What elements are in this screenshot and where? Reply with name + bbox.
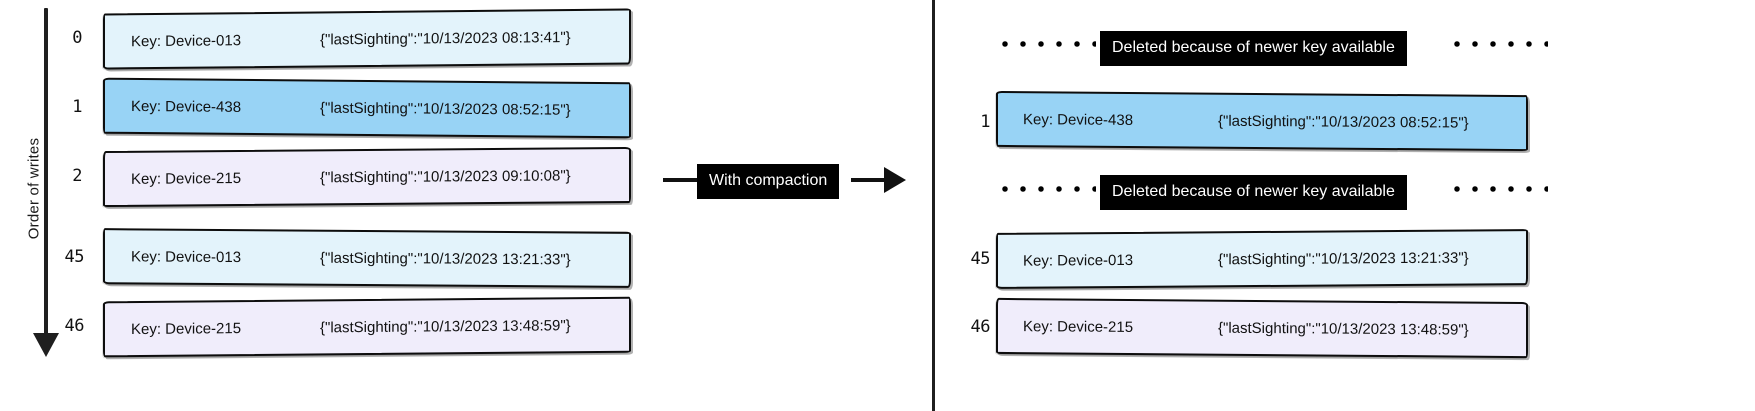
right-record-index-45: 45 (970, 249, 991, 269)
left-record-value-46: {"lastSighting":"10/13/2023 13:48:59"} (320, 316, 571, 336)
left-record-value-2: {"lastSighting":"10/13/2023 09:10:08"} (320, 166, 571, 186)
left-record-index-2: 2 (72, 166, 82, 186)
compaction-connector-line (663, 178, 721, 182)
compaction-arrow-shaft (851, 178, 893, 182)
compaction-arrow-head-icon (884, 167, 906, 193)
left-record-value-0: {"lastSighting":"10/13/2023 08:13:41"} (320, 28, 571, 48)
left-record-key-2: Key: Device-215 (131, 169, 242, 188)
right-record-row-45[interactable]: Key: Device-013 {"lastSighting":"10/13/2… (996, 229, 1528, 289)
left-record-row-46[interactable]: Key: Device-215 {"lastSighting":"10/13/2… (103, 296, 631, 358)
deleted-dots-left-1 (996, 41, 1096, 47)
order-of-writes-arrow-icon (33, 333, 59, 357)
right-record-value-46: {"lastSighting":"10/13/2023 13:48:59"} (1218, 319, 1469, 339)
deleted-dots-left-2 (996, 186, 1096, 192)
axis-label-order-of-writes: Order of writes (25, 137, 43, 240)
right-record-value-45: {"lastSighting":"10/13/2023 13:21:33"} (1218, 249, 1469, 268)
left-record-value-45: {"lastSighting":"10/13/2023 13:21:33"} (320, 249, 571, 268)
left-record-index-0: 0 (72, 28, 82, 48)
right-record-value-1: {"lastSighting":"10/13/2023 08:52:15"} (1218, 112, 1469, 132)
left-record-row-2[interactable]: Key: Device-215 {"lastSighting":"10/13/2… (103, 146, 631, 208)
left-record-index-1: 1 (72, 97, 82, 117)
left-record-row-45[interactable]: Key: Device-013 {"lastSighting":"10/13/2… (103, 228, 631, 288)
right-record-index-1: 1 (980, 112, 990, 132)
left-record-key-0: Key: Device-013 (131, 31, 242, 50)
right-record-index-46: 46 (970, 317, 991, 337)
right-record-key-45: Key: Device-013 (1023, 251, 1134, 270)
left-record-key-45: Key: Device-013 (131, 247, 242, 266)
order-of-writes-axis-line (44, 8, 48, 338)
deleted-note-2: Deleted because of newer key available (1100, 175, 1407, 210)
left-record-index-45: 45 (64, 247, 85, 267)
left-record-key-1: Key: Device-438 (131, 97, 242, 116)
deleted-dots-right-1 (1448, 41, 1548, 47)
left-record-value-1: {"lastSighting":"10/13/2023 08:52:15"} (320, 99, 571, 119)
left-record-row-1[interactable]: Key: Device-438 {"lastSighting":"10/13/2… (103, 77, 631, 139)
right-record-row-46[interactable]: Key: Device-215 {"lastSighting":"10/13/2… (996, 297, 1528, 359)
left-record-row-0[interactable]: Key: Device-013 {"lastSighting":"10/13/2… (103, 8, 631, 70)
deleted-dots-right-2 (1448, 186, 1548, 192)
right-record-key-1: Key: Device-438 (1023, 110, 1134, 129)
deleted-note-1: Deleted because of newer key available (1100, 31, 1407, 66)
left-record-key-46: Key: Device-215 (131, 319, 242, 338)
compaction-badge: With compaction (697, 164, 840, 199)
panel-divider (932, 0, 935, 411)
right-record-row-1[interactable]: Key: Device-438 {"lastSighting":"10/13/2… (996, 90, 1528, 152)
right-record-key-46: Key: Device-215 (1023, 317, 1134, 336)
left-record-index-46: 46 (64, 316, 85, 336)
